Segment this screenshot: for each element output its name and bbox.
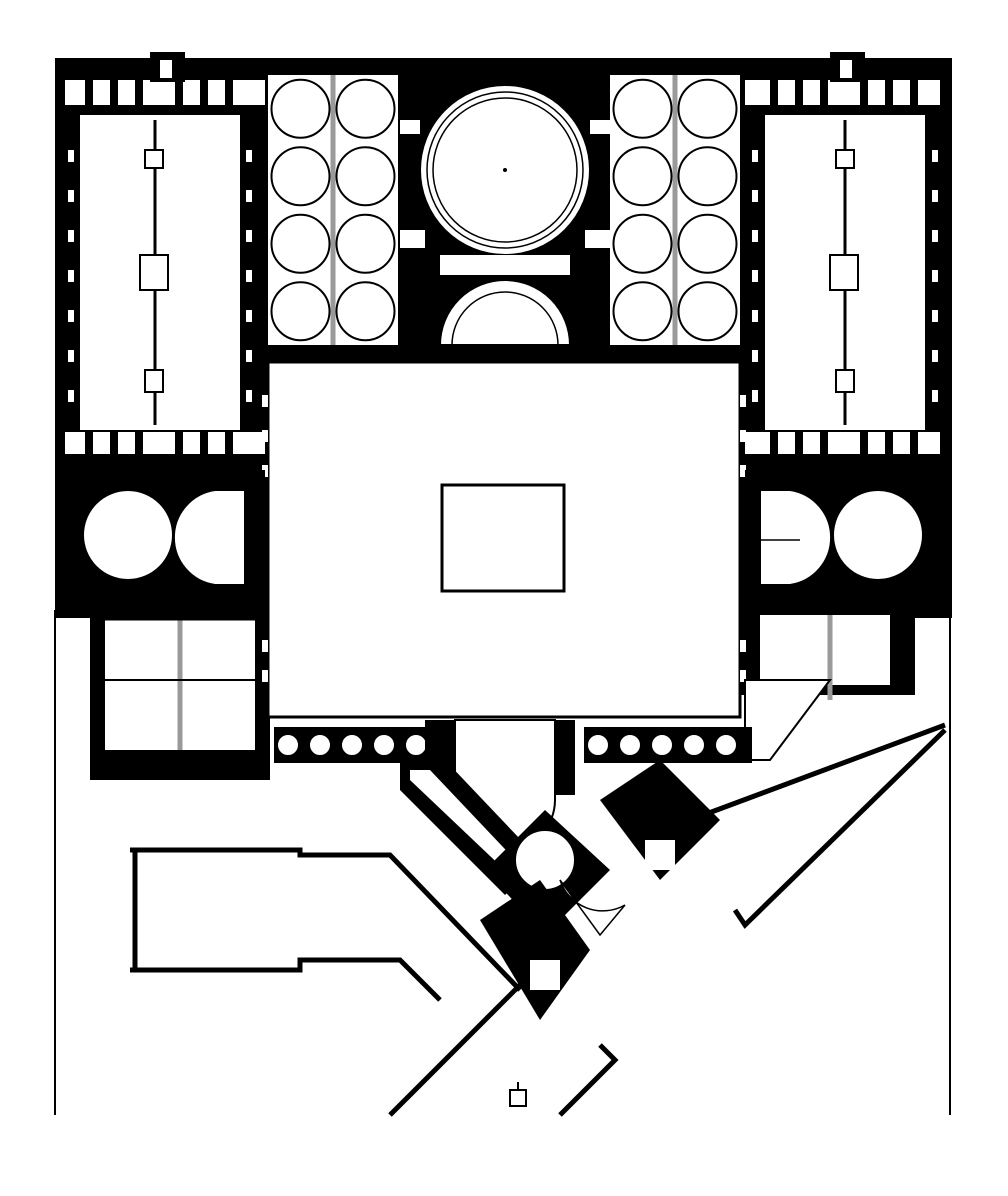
right-bay-dome (677, 281, 738, 342)
right-small-domes (584, 727, 752, 763)
right-small-dome (650, 733, 674, 757)
right-bay-dome (677, 146, 738, 207)
left-bay-dome (270, 78, 331, 139)
right-bay-dome (677, 78, 738, 139)
right-wing (745, 80, 940, 454)
top-gate-towers (150, 52, 865, 82)
right-bay-dome (612, 213, 673, 274)
left-small-domes (274, 727, 442, 763)
left-side-rooms (75, 470, 265, 595)
right-bay-dome (677, 213, 738, 274)
site-boundary (54, 610, 951, 1115)
left-bay-dome (270, 146, 331, 207)
left-bay-dome (270, 213, 331, 274)
left-domed-bays (268, 75, 398, 345)
left-bay-dome (335, 146, 396, 207)
right-small-dome (682, 733, 706, 757)
ablution-fountain (440, 483, 566, 593)
central-dome (400, 75, 610, 346)
right-bay-dome (612, 146, 673, 207)
left-bay-dome (335, 78, 396, 139)
right-small-dome (586, 733, 610, 757)
left-lower-annex (105, 619, 255, 750)
courtyard (262, 360, 746, 719)
right-domed-bays (610, 75, 740, 345)
left-wing-side-cells (68, 150, 252, 402)
street-walls (130, 722, 947, 1117)
left-bay-dome (270, 281, 331, 342)
entrance-complex (400, 719, 720, 1020)
right-small-dome (618, 733, 642, 757)
left-wing (65, 80, 265, 454)
small-fountain (509, 1082, 527, 1107)
right-small-dome (714, 733, 738, 757)
right-lower-annex (744, 615, 890, 761)
left-small-dome (276, 733, 300, 757)
left-small-dome (404, 733, 428, 757)
left-small-dome (340, 733, 364, 757)
right-bay-dome (612, 281, 673, 342)
left-wing-top-cells (85, 80, 233, 105)
left-bay-dome (335, 281, 396, 342)
right-side-rooms (745, 470, 940, 595)
left-bay-dome (335, 213, 396, 274)
left-small-dome (372, 733, 396, 757)
left-small-dome (308, 733, 332, 757)
right-bay-dome (612, 78, 673, 139)
